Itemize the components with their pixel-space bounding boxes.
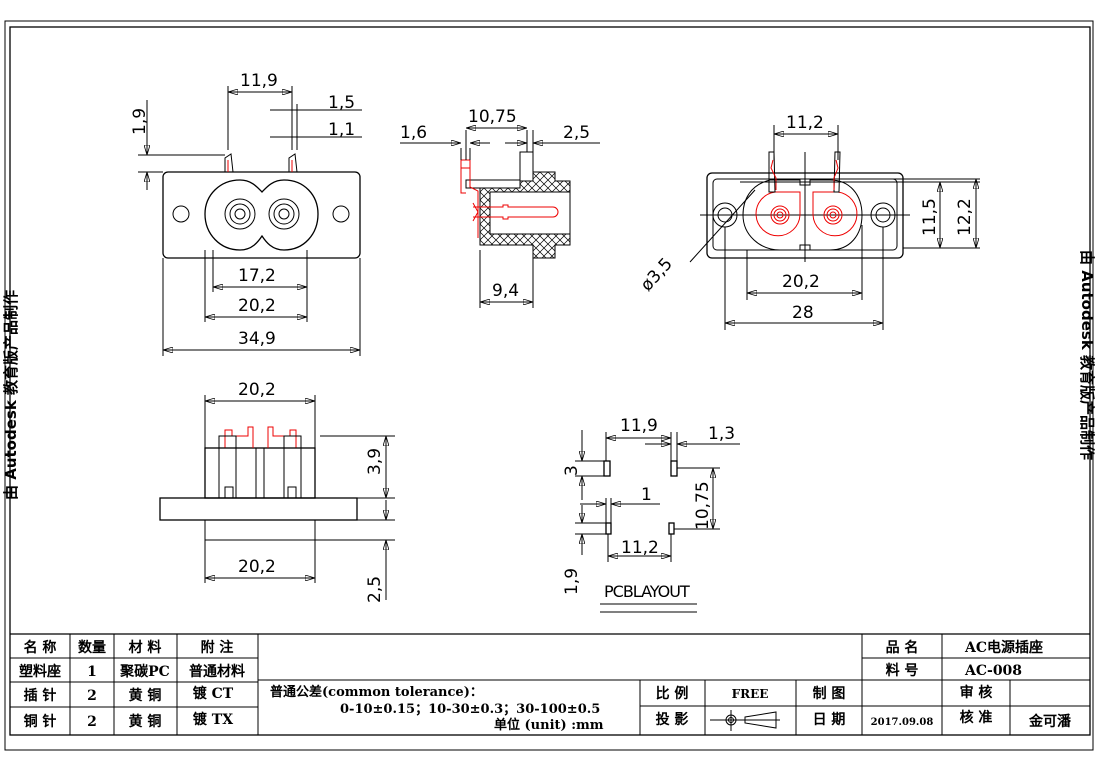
dim-pcb-pitch2: 11,2	[621, 538, 659, 558]
dim-front-pin-width-b: 1,1	[328, 120, 355, 140]
dim-rear-w1: 20,2	[782, 272, 820, 292]
date-value: 2017.09.08	[871, 717, 934, 728]
bom-cell: 镀 CT	[193, 685, 234, 702]
bom-cell: 2	[87, 714, 97, 730]
bom-row: 铜 针 2 黄 铜 镀 TX	[24, 711, 234, 730]
bom-row: 插 针 2 黄 铜 镀 CT	[24, 685, 234, 704]
bom-cell: 铜 针	[24, 713, 57, 730]
side-view	[400, 128, 600, 308]
bom-cell: 插 针	[24, 687, 57, 704]
date-label: 日 期	[813, 712, 846, 728]
approve-label: 核 准	[960, 709, 993, 726]
dim-front-pin-height: 1,9	[130, 108, 150, 135]
dim-front-pin-width-a: 1,5	[328, 93, 355, 113]
part-no: AC-008	[964, 663, 1022, 679]
bom-cell: 塑料座	[19, 663, 61, 680]
part-no-label: 料 号	[886, 662, 919, 679]
dim-rear-w2: 28	[792, 303, 814, 323]
pcb-layout-label: PCBLAYOUT	[604, 582, 690, 601]
scale-value: FREE	[732, 687, 769, 701]
tolerance-unit: 单位 (unit) :mm	[494, 717, 604, 733]
outer-frame	[4, 20, 1094, 751]
bom-cell: 黄 铜	[129, 713, 162, 730]
dim-side-b: 10,75	[468, 107, 517, 127]
dim-rear-h1: 11,5	[920, 198, 940, 236]
dim-rear-h2: 12,2	[955, 198, 975, 236]
scale-label: 比 例	[656, 685, 689, 702]
watermark-right: 由 Autodesk 教育版产品制作	[1078, 250, 1096, 460]
dim-pcb-row: 10,75	[693, 481, 713, 530]
dim-side-a: 1,6	[400, 123, 427, 143]
product-name: AC电源插座	[964, 639, 1043, 656]
dim-pcb-small: 1	[641, 485, 652, 505]
approve-value: 金可潘	[1028, 713, 1072, 730]
bom-cell: 黄 铜	[129, 687, 162, 704]
bom-cell: 普通材料	[189, 663, 245, 680]
dim-bottom-h1: 3,9	[365, 448, 385, 475]
bom-header-note: 附 注	[201, 639, 234, 656]
inner-frame	[9, 26, 1091, 736]
dim-rear-pin-pitch: 11,2	[786, 113, 824, 133]
dim-pcb-pitch: 11,9	[620, 416, 658, 436]
dim-front-outer: 20,2	[238, 296, 276, 316]
review-label: 审 核	[960, 684, 993, 701]
dim-front-pin-pitch: 11,9	[240, 71, 278, 91]
watermark-left: 由 Autodesk 教育版产品制作	[2, 290, 20, 500]
bottom-view	[159, 395, 395, 600]
bom-cell: 镀 TX	[193, 711, 233, 728]
bom-cell: 聚碳PC	[119, 663, 170, 680]
dim-pcb-pad-h: 3	[562, 465, 582, 476]
pcb-layout	[575, 430, 740, 613]
bom-cell: 1	[87, 664, 97, 680]
dim-bottom-h2: 2,5	[365, 576, 385, 603]
dim-pcb-small-h: 1,9	[562, 568, 582, 595]
dim-bottom-w: 20,2	[238, 557, 276, 577]
title-block-grid	[10, 633, 1090, 735]
dim-front-inner: 17,2	[238, 266, 276, 286]
bom-row: 塑料座 1 聚碳PC 普通材料	[19, 663, 245, 680]
bom-header-name: 名 称	[24, 639, 57, 656]
dim-pcb-pad-w: 1,3	[708, 424, 735, 444]
tolerance-title: 普通公差(common tolerance)：	[270, 684, 483, 700]
dim-front-total: 34,9	[238, 329, 276, 349]
bom-header-material: 材 料	[129, 639, 162, 656]
front-view	[138, 86, 362, 356]
dim-side-depth: 9,4	[492, 281, 519, 301]
projection-label: 投 影	[656, 712, 689, 728]
dim-rear-hole: ø3,5	[637, 254, 677, 295]
rear-view	[689, 125, 980, 330]
bom-cell: 2	[87, 688, 97, 704]
bom-header-qty: 数量	[78, 639, 106, 656]
dim-side-c: 2,5	[563, 123, 590, 143]
drawn-label: 制 图	[813, 685, 846, 702]
tolerance-values: 0-10±0.15；10-30±0.3；30-100±0.5	[340, 702, 600, 717]
product-name-label: 品 名	[886, 639, 919, 656]
dim-bottom-top-w: 20,2	[238, 380, 276, 400]
projection-symbol-icon	[710, 710, 780, 731]
